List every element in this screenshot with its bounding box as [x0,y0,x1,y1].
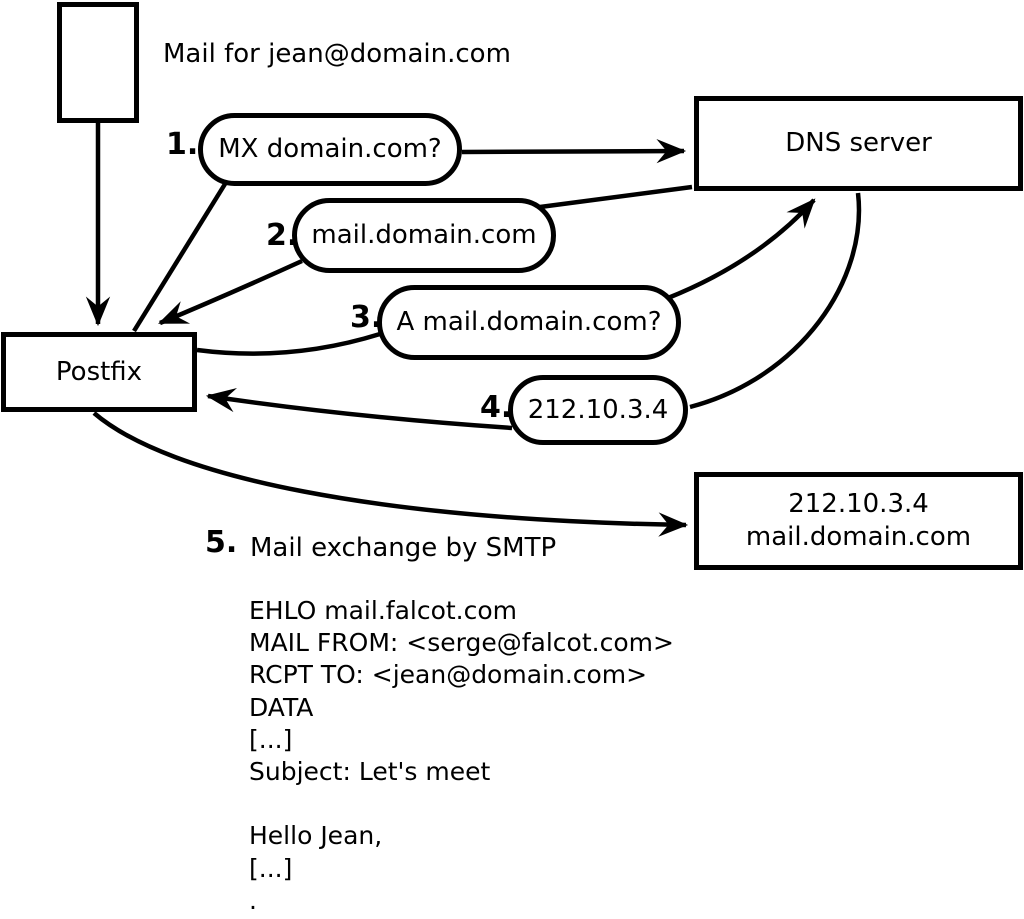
line-dns-to-reply4 [689,192,862,410]
message-reply-mx: mail.domain.com [292,198,556,273]
arrow-query1-to-dns [461,138,687,164]
arrow-reply2-to-postfix [158,258,303,326]
message-query-mx-text: MX domain.com? [218,134,442,164]
arrow-postfix-to-mailserver [92,411,689,537]
message-reply-a: 212.10.3.4 [508,375,688,445]
step-5-number: 5. [205,525,238,560]
message-reply-mx-text: mail.domain.com [311,220,537,250]
step-4-number: 4. [480,390,513,425]
smtp-session-text: EHLO mail.falcot.com MAIL FROM: <serge@f… [249,596,674,915]
diagram-title: Mail for jean@domain.com [163,39,511,69]
step-3-number: 3. [350,300,383,335]
node-postfix: Postfix [1,332,197,412]
arrow-reply4-to-postfix [205,387,513,431]
node-dns-server: DNS server [694,96,1023,191]
dns-server-label: DNS server [785,128,932,158]
message-query-mx: MX domain.com? [198,113,462,186]
line-postfix-to-query1 [132,182,227,333]
mail-server-ip: 212.10.3.4 [788,489,929,519]
message-query-a-text: A mail.domain.com? [396,307,662,337]
step-2-number: 2. [266,218,299,253]
step-5-label: Mail exchange by SMTP [250,533,557,563]
step-1-number: 1. [166,127,199,162]
mail-envelope [57,2,139,123]
postfix-label: Postfix [55,356,143,387]
arrow-query3-to-dns [667,198,816,301]
line-dns-to-reply2 [539,184,693,210]
message-reply-a-text: 212.10.3.4 [527,394,669,425]
mail-server-hostname: mail.domain.com [745,522,972,552]
node-mail-server: 212.10.3.4 mail.domain.com [694,472,1023,570]
message-query-a: A mail.domain.com? [377,285,681,360]
line-postfix-to-query3 [196,331,381,356]
